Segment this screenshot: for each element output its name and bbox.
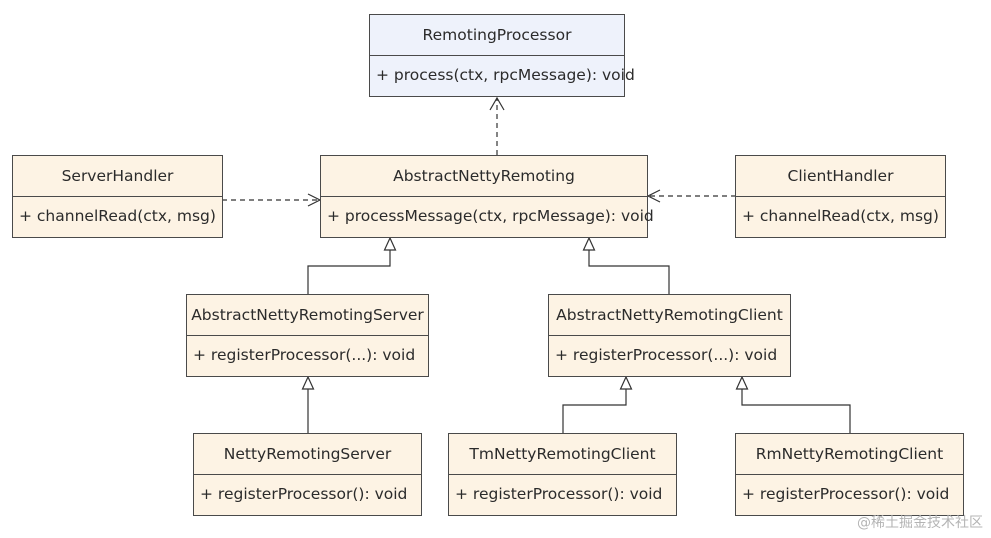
class-abstract-netty-remoting-server: AbstractNettyRemotingServer + registerPr…: [186, 294, 429, 377]
class-client-handler: ClientHandler + channelRead(ctx, msg): [735, 155, 946, 238]
class-name: ServerHandler: [13, 156, 222, 197]
class-netty-remoting-server: NettyRemotingServer + registerProcessor(…: [193, 433, 422, 516]
class-remoting-processor: RemotingProcessor + process(ctx, rpcMess…: [369, 14, 635, 97]
class-name: TmNettyRemotingClient: [449, 434, 676, 475]
class-name: NettyRemotingServer: [194, 434, 421, 475]
dependency-abstract-remoting-to-processor: [489, 96, 505, 155]
class-name: RmNettyRemotingClient: [736, 434, 963, 475]
class-operation: + registerProcessor(...): void: [555, 346, 778, 364]
class-name: AbstractNettyRemoting: [321, 156, 647, 197]
inheritance-remoting-server-to-abstract-remoting: [307, 236, 397, 294]
class-name: ClientHandler: [736, 156, 945, 197]
class-operation: + registerProcessor(): void: [742, 485, 950, 503]
class-rm-netty-remoting-client: RmNettyRemotingClient + registerProcesso…: [735, 433, 964, 516]
class-operation: + registerProcessor(): void: [200, 485, 408, 503]
class-abstract-netty-remoting-client: AbstractNettyRemotingClient + registerPr…: [548, 294, 791, 377]
inheritance-tm-client-to-remoting-client: [562, 375, 633, 433]
inheritance-netty-server-to-remoting-server: [301, 375, 315, 433]
dependency-client-handler-to-abstract-remoting: [646, 189, 736, 203]
class-name: AbstractNettyRemotingServer: [187, 295, 428, 336]
dependency-server-handler-to-abstract-remoting: [222, 193, 322, 207]
watermark: @稀土掘金技术社区: [857, 515, 983, 531]
class-name: RemotingProcessor: [370, 15, 624, 56]
class-operation: + channelRead(ctx, msg): [19, 207, 216, 225]
class-name: AbstractNettyRemotingClient: [549, 295, 790, 336]
class-operation: + registerProcessor(): void: [455, 485, 663, 503]
class-operation: + registerProcessor(...): void: [193, 346, 416, 364]
inheritance-remoting-client-to-abstract-remoting: [582, 236, 670, 294]
class-operation: + channelRead(ctx, msg): [742, 207, 939, 225]
class-server-handler: ServerHandler + channelRead(ctx, msg): [12, 155, 223, 238]
class-operation: + process(ctx, rpcMessage): void: [376, 66, 635, 84]
class-abstract-netty-remoting: AbstractNettyRemoting + processMessage(c…: [320, 155, 654, 238]
class-operation: + processMessage(ctx, rpcMessage): void: [327, 207, 654, 225]
class-tm-netty-remoting-client: TmNettyRemotingClient + registerProcesso…: [448, 433, 677, 516]
inheritance-rm-client-to-remoting-client: [735, 375, 851, 433]
